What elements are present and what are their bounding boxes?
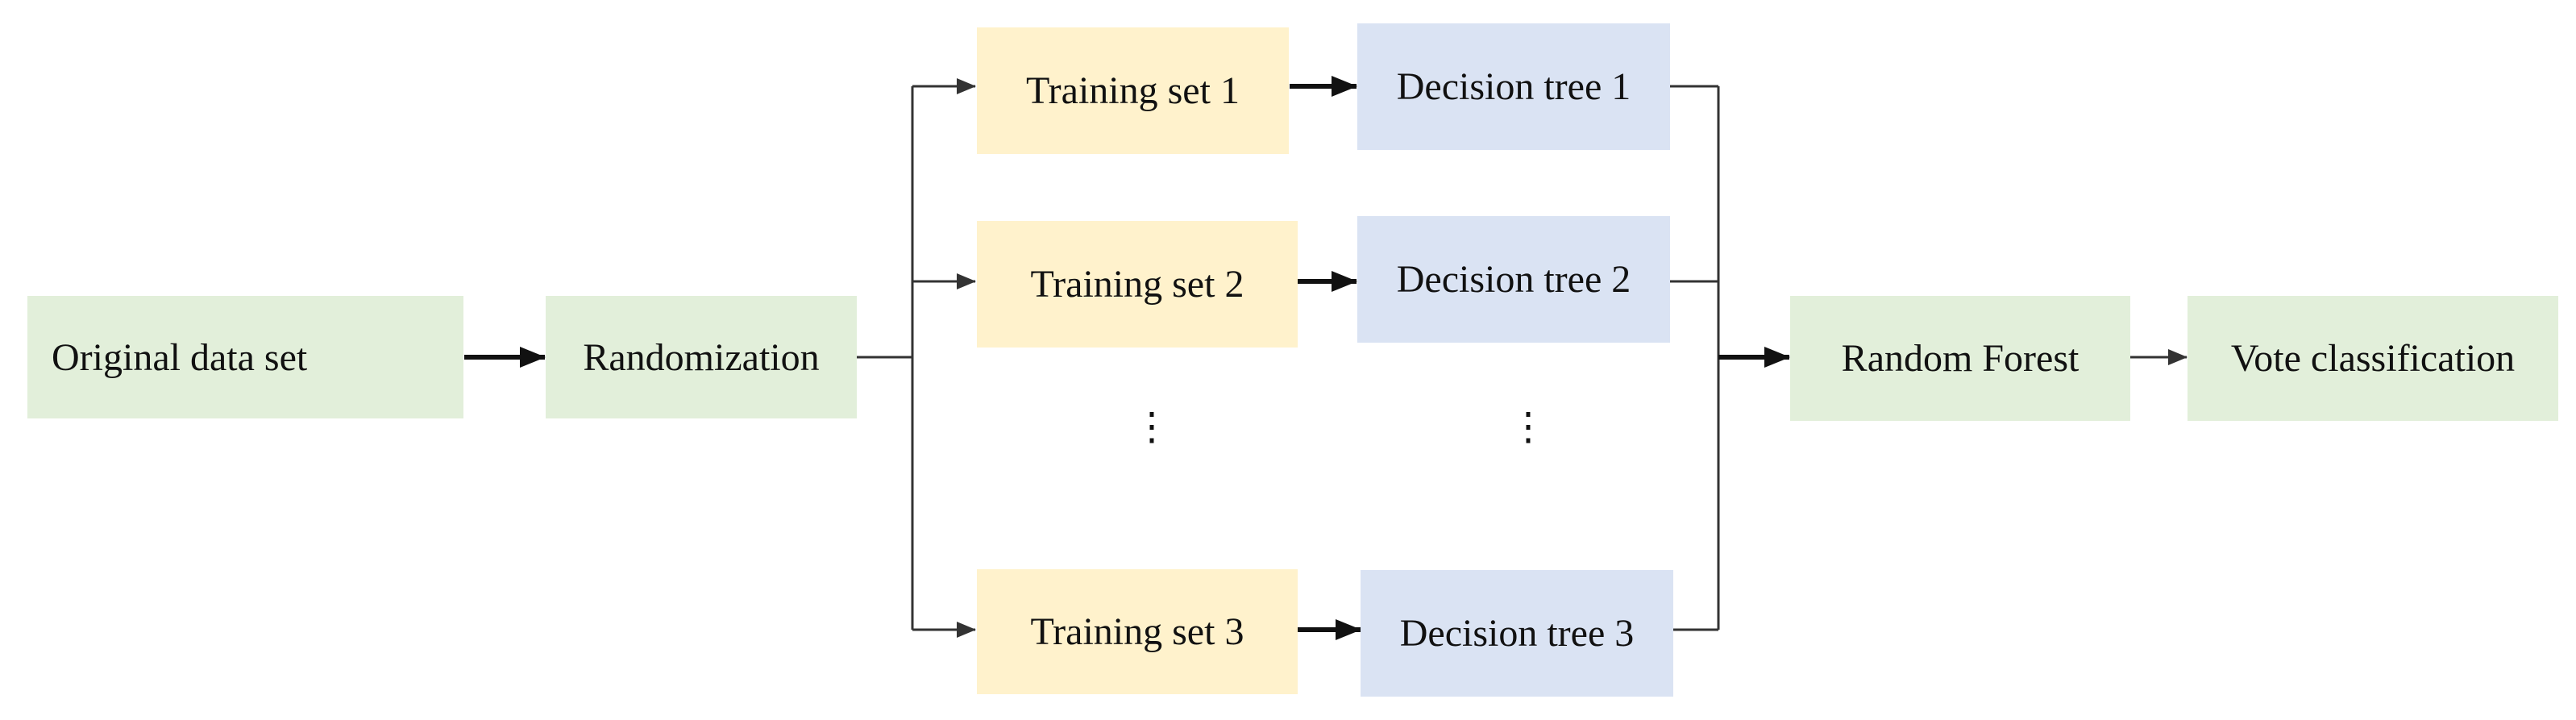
decision-tree-1-node: Decision tree 1 <box>1357 23 1670 150</box>
training-set-1-node: Training set 1 <box>977 27 1289 154</box>
training-set-2-node: Training set 2 <box>977 221 1298 348</box>
original-data-set-node: Original data set <box>27 296 463 418</box>
decision-tree-3-node: Decision tree 3 <box>1361 570 1673 697</box>
decision-tree-2-node: Decision tree 2 <box>1357 216 1670 343</box>
training-sets-ellipsis: ⋮ <box>1132 406 1171 448</box>
training-set-3-node: Training set 3 <box>977 569 1298 694</box>
decision-trees-ellipsis: ⋮ <box>1509 406 1548 448</box>
vote-classification-node: Vote classification <box>2188 296 2558 421</box>
randomization-node: Randomization <box>546 296 857 418</box>
random-forest-node: Random Forest <box>1790 296 2130 421</box>
